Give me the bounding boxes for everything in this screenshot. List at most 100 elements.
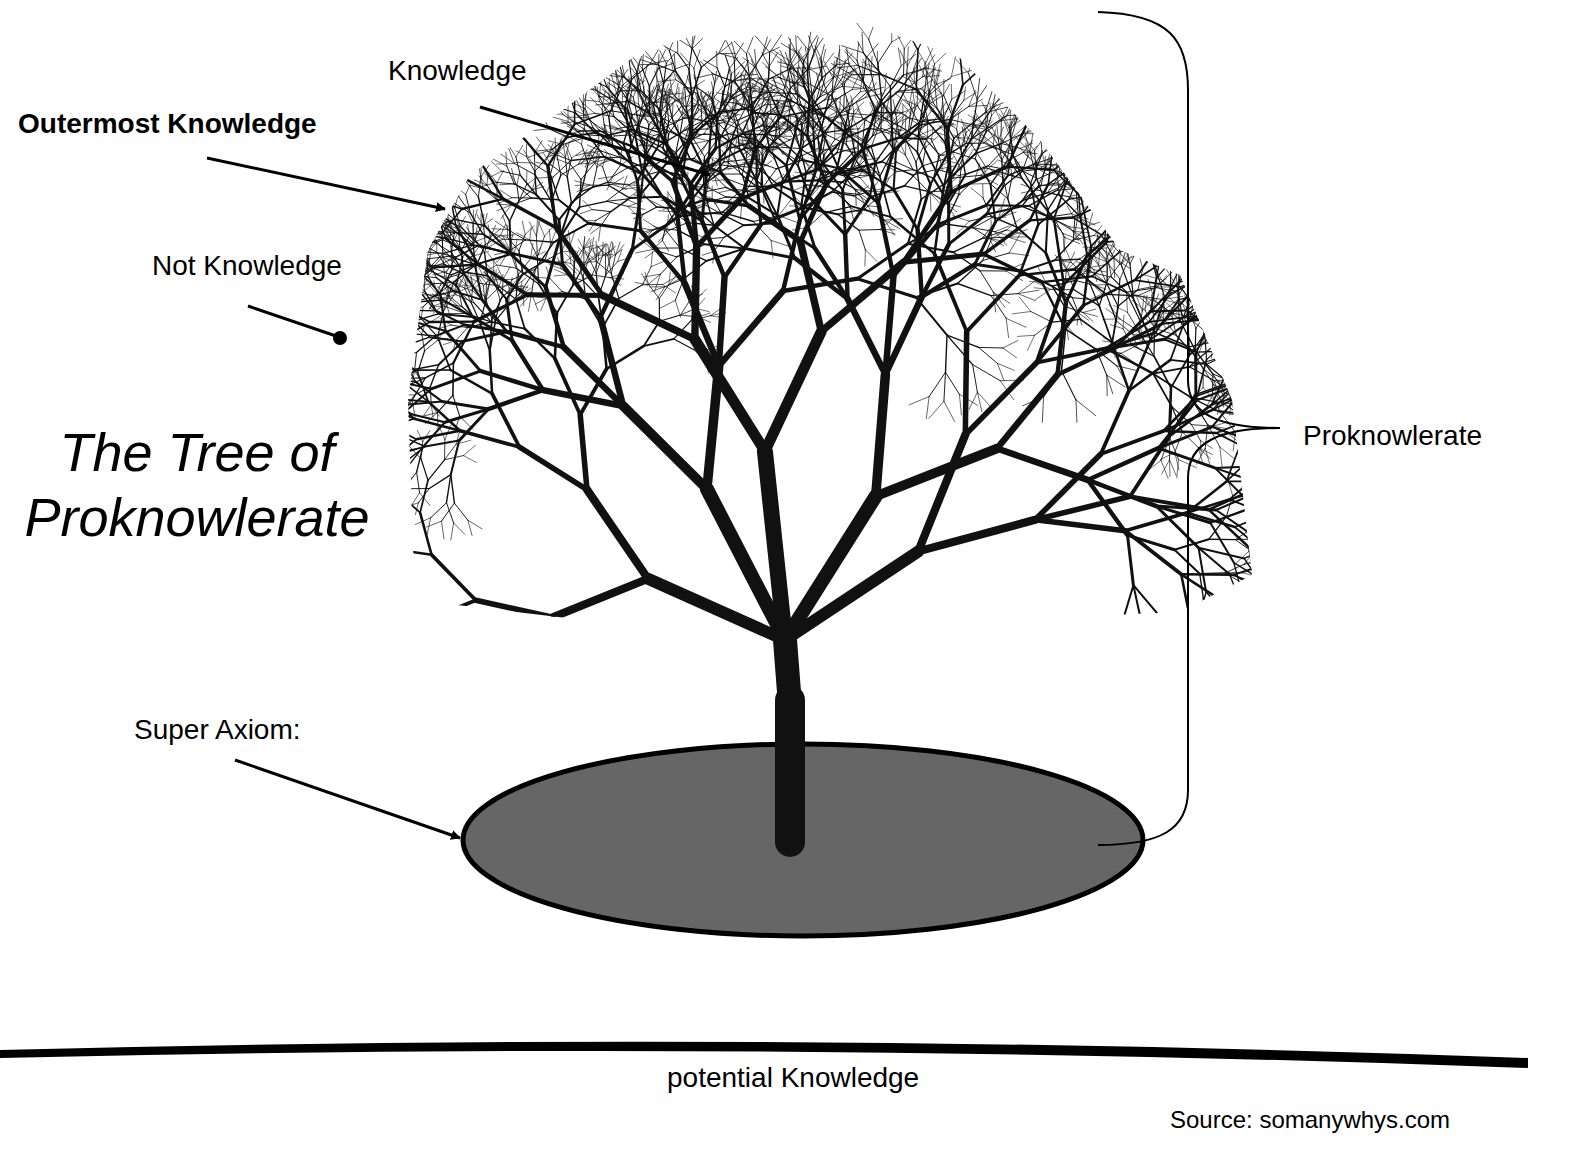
branch (334, 677, 343, 688)
branch (451, 523, 454, 540)
branch (381, 576, 386, 585)
branch (381, 651, 387, 662)
branch (391, 381, 415, 382)
branch (354, 396, 363, 406)
branch (326, 658, 345, 660)
branch (436, 794, 439, 806)
branch (385, 341, 394, 357)
branch (433, 804, 443, 812)
branch (393, 485, 404, 495)
branch (366, 722, 377, 734)
branch (408, 289, 419, 292)
branch (386, 652, 393, 662)
branch (456, 792, 461, 814)
branch (424, 739, 437, 765)
branch (411, 310, 437, 311)
branch (343, 670, 361, 687)
branch (321, 682, 328, 692)
branch (404, 485, 408, 500)
branch (295, 575, 310, 581)
branch (343, 603, 358, 611)
branch (338, 729, 354, 733)
branch (331, 603, 343, 604)
branch (457, 736, 472, 766)
branch (651, 252, 652, 267)
branch (363, 605, 381, 617)
branch (379, 384, 395, 387)
branch (365, 383, 368, 402)
branch (365, 671, 395, 680)
branch (603, 242, 604, 256)
branch (410, 245, 424, 246)
branch (377, 671, 395, 697)
branch (322, 657, 331, 666)
branch (308, 662, 319, 668)
branch (324, 554, 349, 559)
branch (380, 776, 390, 785)
branch (389, 755, 400, 761)
branch (423, 787, 433, 799)
branch (325, 687, 343, 694)
branch (338, 707, 350, 714)
branch (374, 359, 384, 364)
branch (390, 467, 408, 473)
branch (420, 292, 434, 297)
branch (488, 781, 495, 795)
branch (367, 368, 373, 385)
branch (336, 603, 347, 608)
branch (392, 744, 400, 754)
branch (398, 496, 409, 502)
branch (472, 790, 473, 809)
branch (457, 679, 504, 705)
branch (410, 789, 419, 797)
branch (400, 760, 416, 761)
branch (349, 619, 379, 633)
branch (394, 783, 401, 793)
branch (377, 776, 391, 781)
branch (396, 271, 410, 278)
branch (416, 788, 424, 803)
branch (396, 580, 402, 590)
branch (385, 327, 386, 341)
branch (364, 379, 381, 386)
branch (325, 700, 337, 702)
branch (408, 271, 426, 276)
branch (406, 713, 423, 740)
branch (369, 630, 394, 642)
branch (320, 668, 337, 678)
branch (321, 660, 333, 664)
branch (317, 648, 326, 658)
branch (395, 360, 404, 383)
branch (438, 804, 439, 816)
branch (429, 787, 434, 801)
branch (372, 385, 393, 398)
branch (398, 730, 401, 742)
branch (388, 785, 401, 788)
branch (446, 192, 459, 197)
branch (355, 738, 367, 746)
branch (350, 630, 369, 632)
branch (331, 558, 349, 578)
branch (424, 788, 433, 804)
branch (360, 711, 377, 713)
branch (319, 578, 332, 595)
branch (372, 672, 377, 685)
branch (391, 383, 402, 393)
branch (392, 314, 412, 319)
branch (431, 228, 436, 241)
branch (431, 652, 489, 654)
branch (334, 615, 339, 624)
branch (452, 782, 454, 796)
branch (390, 341, 395, 360)
branch (420, 766, 434, 785)
branch (389, 769, 401, 774)
branch (559, 220, 563, 265)
branch (440, 766, 452, 782)
branch (348, 401, 358, 417)
branch (354, 677, 360, 688)
branch (367, 720, 372, 738)
branch (384, 763, 393, 778)
branch (535, 171, 537, 194)
branch (378, 763, 393, 765)
branch (400, 324, 414, 334)
